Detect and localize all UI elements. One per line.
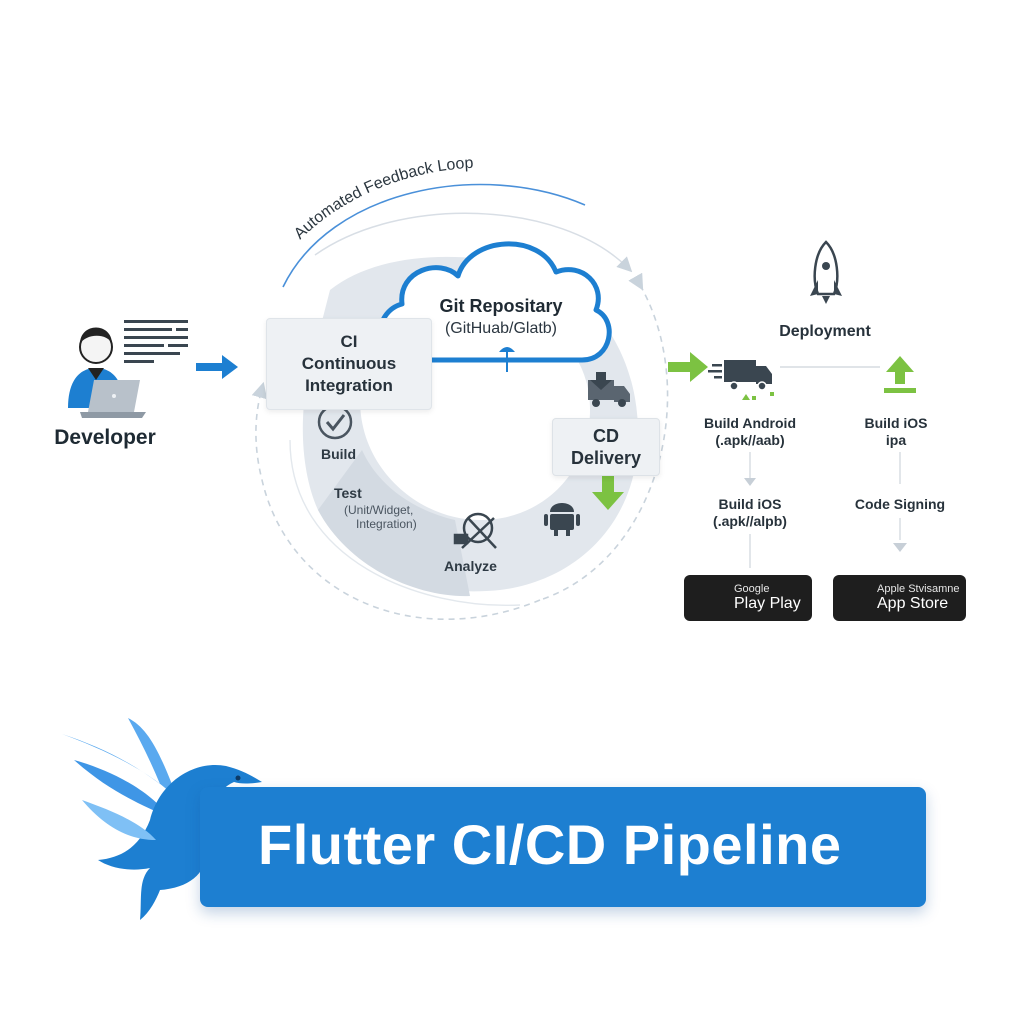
pipeline-ring-shade bbox=[318, 450, 470, 597]
build-android-line2: (.apk//aab) bbox=[715, 432, 785, 448]
analyze-stage-label: Analyze bbox=[444, 558, 497, 574]
git-repository-cloud bbox=[377, 241, 612, 363]
cloud-connector-cap bbox=[499, 347, 515, 352]
test-stage-label: Test bbox=[334, 485, 362, 501]
ci-box[interactable]: CI Continuous Integration bbox=[266, 318, 432, 410]
test-stage-sub1: (Unit/Widget, bbox=[344, 503, 414, 517]
tools-icon bbox=[453, 512, 497, 549]
cd-to-deployment-arrow bbox=[668, 352, 708, 382]
repository-subtitle: (GitHuab/Glatb) bbox=[444, 320, 558, 337]
feedback-loop-arc-top bbox=[282, 183, 586, 288]
android-down-arrowhead bbox=[744, 478, 756, 486]
cd-box[interactable]: CD Delivery bbox=[552, 418, 660, 476]
rocket-icon bbox=[810, 240, 842, 304]
developer-label: Developer bbox=[54, 426, 156, 449]
page-title: Flutter CI/CD Pipeline bbox=[258, 813, 842, 876]
cd-label-line1: CD bbox=[593, 426, 619, 446]
code-signing-label: Code Signing bbox=[854, 496, 946, 512]
google-play-badge[interactable]: Google Play Play bbox=[684, 575, 812, 621]
deployment-title: Deployment bbox=[779, 323, 871, 340]
ci-label-line3: Integration bbox=[305, 376, 393, 395]
build-ios-ipa-line1: Build iOS bbox=[864, 415, 928, 431]
feedback-loop-label: Automated Feedback Loop bbox=[291, 155, 474, 243]
build-android-label: Build Android (.apk//aab) bbox=[690, 415, 810, 449]
build-stage-label: Build bbox=[321, 446, 356, 462]
build-ios-line1: Build iOS bbox=[718, 496, 782, 512]
ci-label-line1: CI bbox=[340, 332, 358, 351]
build-ios-ipa-label: Build iOS ipa bbox=[846, 415, 946, 449]
ios-right-arrowhead bbox=[893, 543, 907, 552]
build-ios-line2: (.apk//alpb) bbox=[713, 513, 787, 529]
build-ios-label: Build iOS (.apk//alpb) bbox=[690, 496, 810, 530]
feedback-loop-arc-right bbox=[314, 212, 633, 273]
google-play-big-text: Play Play bbox=[734, 595, 801, 612]
android-icon bbox=[544, 503, 580, 536]
laptop-icon bbox=[80, 380, 146, 418]
feedback-loop-arc-dashed-left bbox=[251, 381, 541, 621]
ci-label-line2: Continuous bbox=[301, 354, 397, 373]
app-store-small-text: Apple Stvisamne bbox=[877, 583, 960, 595]
google-play-small-text: Google bbox=[734, 583, 770, 595]
repository-title: Git Repositary bbox=[439, 296, 563, 316]
app-store-big-text: App Store bbox=[877, 595, 949, 612]
test-stage-sub2: Integration) bbox=[356, 517, 417, 531]
fast-truck-icon bbox=[708, 360, 774, 400]
build-android-line1: Build Android bbox=[703, 415, 797, 431]
code-lines-icon bbox=[124, 320, 188, 363]
app-store-badge[interactable]: Apple Stvisamne App Store bbox=[833, 575, 966, 621]
developer-to-ci-arrow bbox=[196, 355, 238, 379]
feedback-loop-arc-inner bbox=[289, 439, 521, 607]
upload-arrow-icon bbox=[884, 356, 916, 393]
delivery-truck-icon bbox=[588, 372, 630, 407]
flutter-bird-logo bbox=[62, 718, 262, 920]
cd-label-line2: Delivery bbox=[570, 448, 642, 468]
build-ios-ipa-line2: ipa bbox=[885, 432, 907, 448]
title-banner bbox=[200, 787, 926, 907]
cd-down-arrow bbox=[592, 476, 624, 510]
